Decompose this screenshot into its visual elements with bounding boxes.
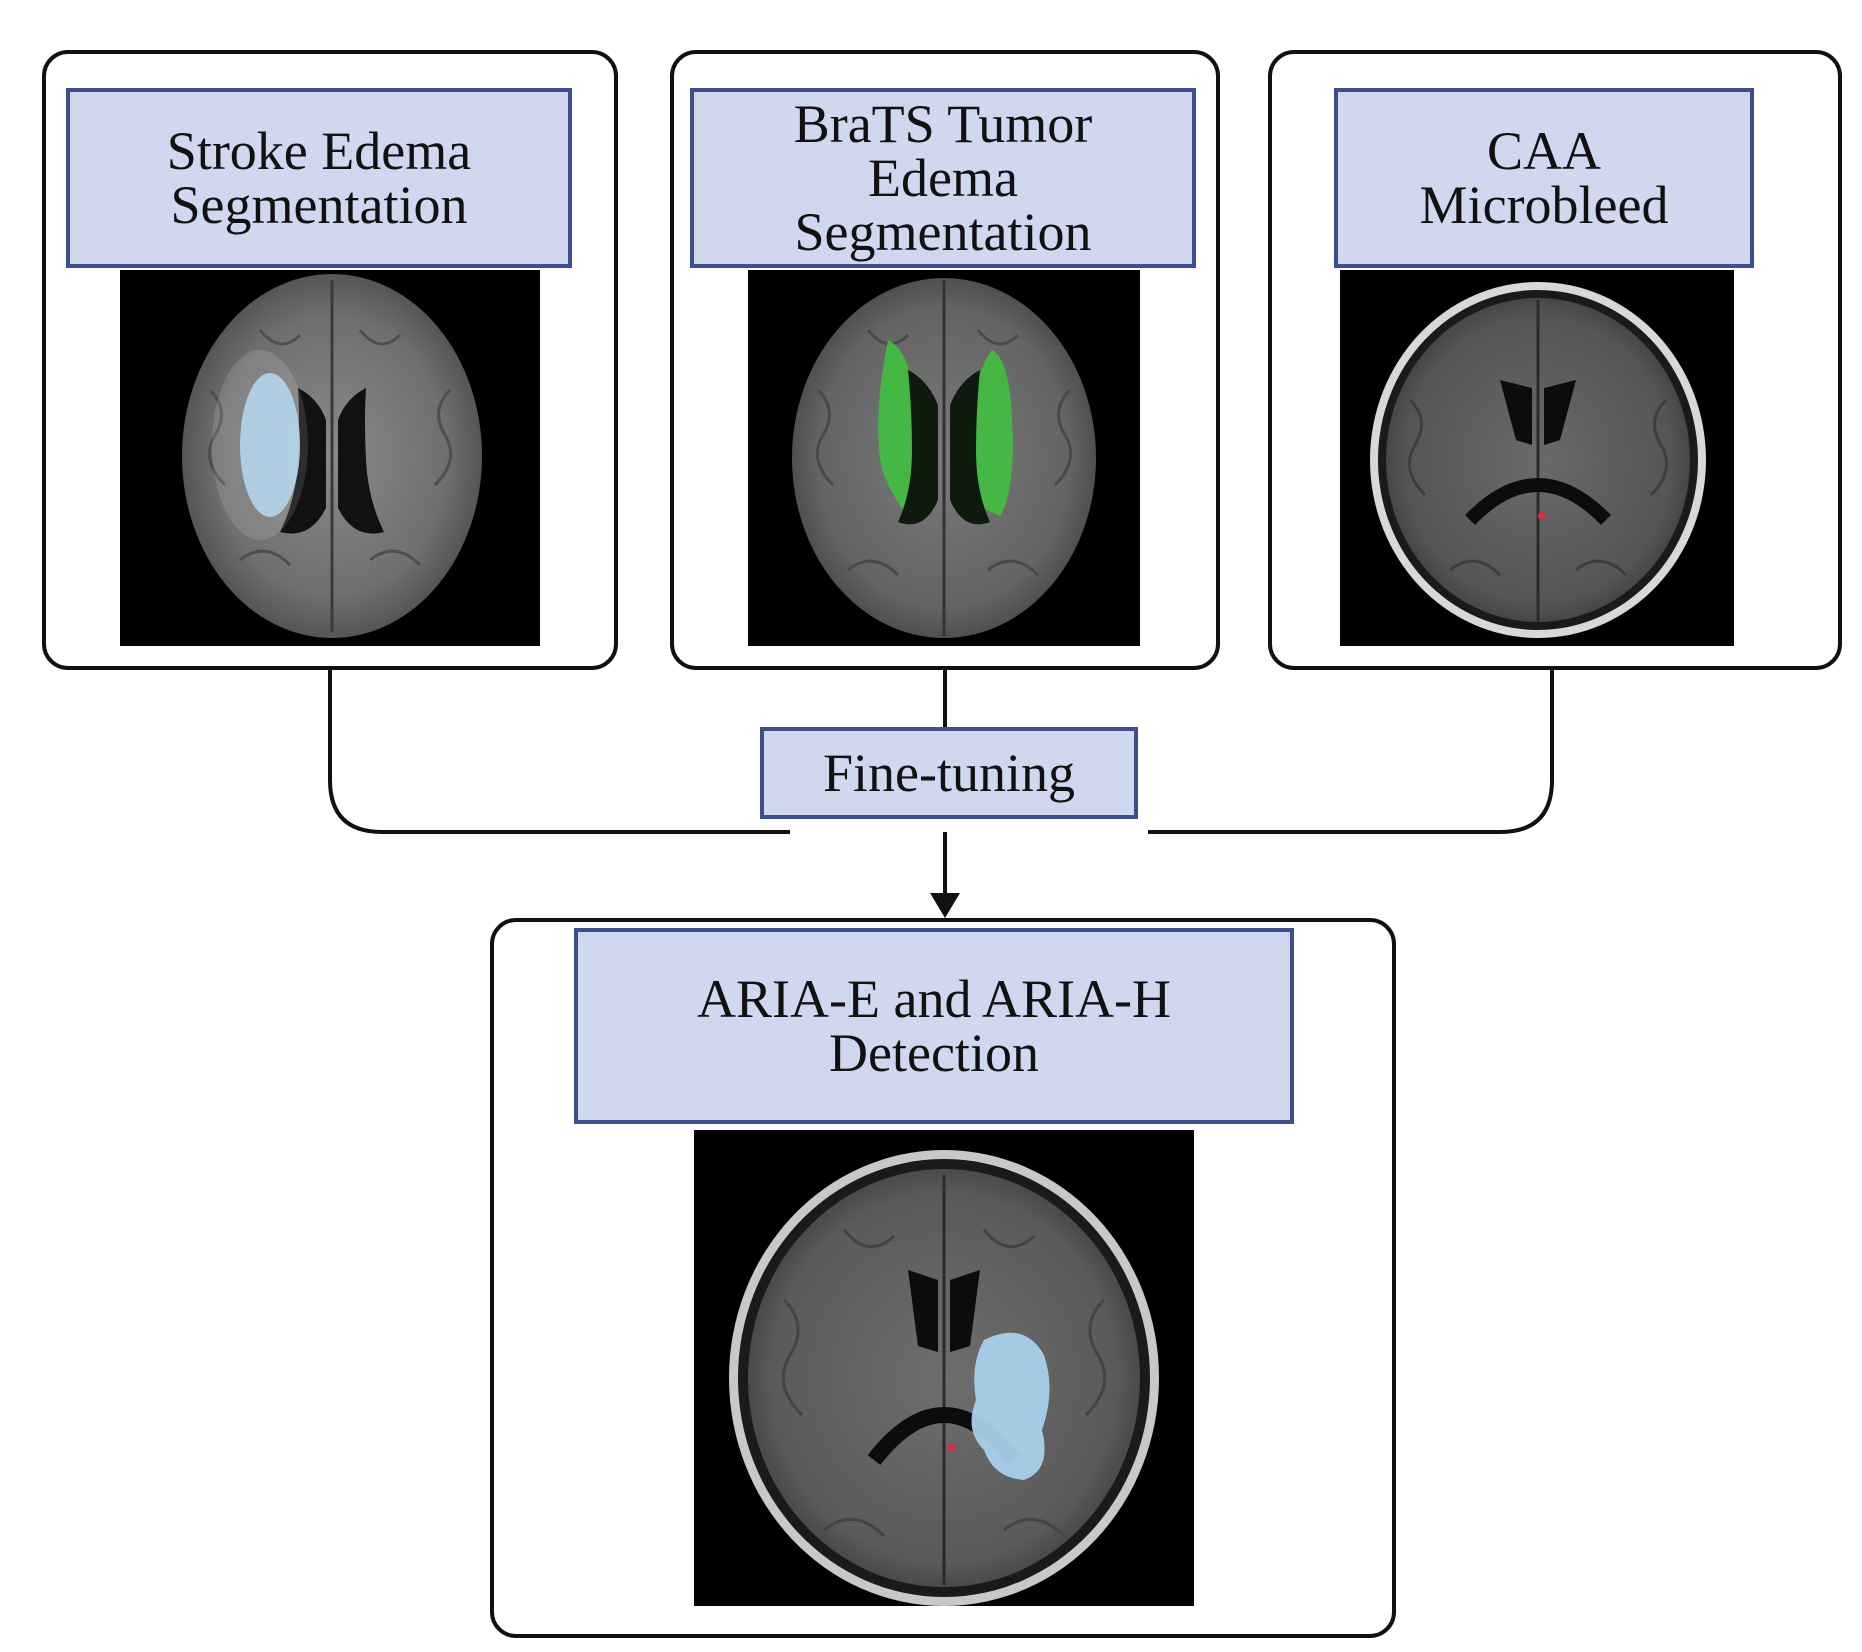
caa-microbleed-dot	[1538, 512, 1546, 520]
label-box-stroke-edema: Stroke Edema Segmentation	[66, 88, 572, 268]
stroke-edema-overlay	[240, 373, 300, 517]
label-box-aria-detection: ARIA-E and ARIA-H Detection	[574, 928, 1294, 1124]
label-aria-detection: ARIA-E and ARIA-H Detection	[697, 969, 1171, 1083]
aria-e-edema-overlay	[971, 1332, 1050, 1480]
label-brats-tumor-edema: BraTS Tumor Edema Segmentation	[793, 94, 1093, 262]
fine-tuning-box: Fine-tuning	[760, 727, 1138, 819]
brats-edema-overlay-left	[878, 340, 914, 520]
label-caa-microbleed: CAA Microbleed	[1419, 121, 1669, 235]
mri-scan-aria	[694, 1130, 1194, 1606]
mri-scan-caa	[1340, 270, 1734, 646]
fine-tuning-label: Fine-tuning	[823, 743, 1075, 803]
label-stroke-edema: Stroke Edema Segmentation	[166, 121, 472, 235]
label-box-caa-microbleed: CAA Microbleed	[1334, 88, 1754, 268]
mri-scan-stroke	[120, 270, 540, 646]
aria-h-microbleed-dot	[948, 1444, 956, 1452]
mri-scan-brats	[748, 270, 1140, 646]
connector-caa-branch	[1148, 670, 1554, 834]
connector-stroke-branch	[328, 670, 790, 834]
brats-edema-overlay-right	[974, 350, 1013, 516]
down-arrow-head	[930, 893, 960, 918]
label-box-brats-tumor-edema: BraTS Tumor Edema Segmentation	[690, 88, 1196, 268]
